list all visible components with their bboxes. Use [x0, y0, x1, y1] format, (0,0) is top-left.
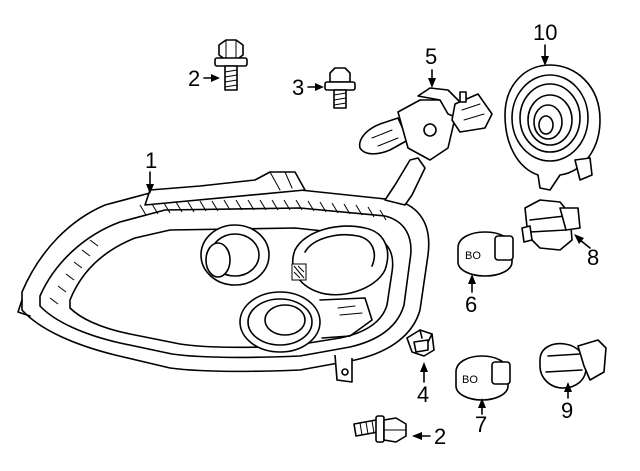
callout-1: 1 — [145, 148, 157, 173]
callout-7: 7 — [475, 412, 487, 437]
wedge-bulb-6: BO — [457, 231, 514, 277]
leader-arrows — [146, 44, 591, 440]
retaining-clip — [406, 329, 435, 357]
callout-4: 4 — [417, 382, 429, 407]
bulb-6-marking: BO — [465, 250, 481, 262]
bulb-socket-small — [539, 339, 607, 389]
callout-5: 5 — [425, 44, 437, 69]
bolt-bottom — [353, 415, 407, 443]
bolt-top — [214, 39, 248, 91]
bulb-7-marking: BO — [462, 374, 478, 386]
callout-9: 9 — [561, 398, 573, 423]
callout-6: 6 — [465, 292, 477, 317]
callout-10: 10 — [533, 20, 557, 45]
screw — [324, 67, 356, 109]
callout-2-bottom: 2 — [434, 424, 446, 449]
bulb-socket-large — [521, 199, 581, 251]
headlight-bulb — [358, 87, 493, 161]
callout-2-top: 2 — [188, 66, 200, 91]
wedge-bulb-7: BO — [455, 355, 511, 401]
callout-3: 3 — [292, 75, 304, 100]
dust-cover — [504, 64, 601, 191]
headlamp-assembly — [17, 157, 430, 383]
callout-8: 8 — [587, 245, 599, 270]
